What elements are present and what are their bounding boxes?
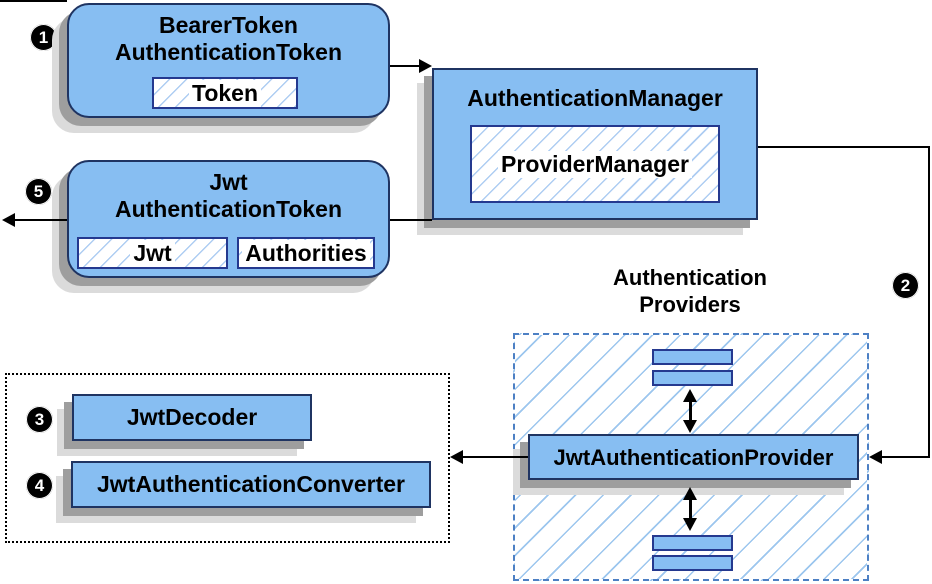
flow-line-right-down bbox=[928, 146, 930, 458]
step-badge-3-number: 3 bbox=[34, 409, 45, 429]
step-badge-1-number: 1 bbox=[38, 27, 49, 47]
provider-placeholder-rect bbox=[652, 370, 733, 386]
node-token-field: Token bbox=[152, 77, 298, 109]
providers-group-label-line2: Providers bbox=[639, 292, 741, 317]
node-jwt-authentication-converter-label: JwtAuthenticationConverter bbox=[97, 471, 405, 497]
flow-line-into-provider bbox=[880, 456, 930, 458]
node-jwt-token-title-line2: AuthenticationToken bbox=[114, 196, 342, 222]
provider-placeholder-rect bbox=[652, 349, 733, 365]
node-bearer-token-title-line2: AuthenticationToken bbox=[114, 39, 342, 65]
node-bearer-token-authentication-token: BearerToken AuthenticationToken Token bbox=[67, 3, 390, 118]
node-jwt-authentication-provider-label: JwtAuthenticationProvider bbox=[553, 444, 834, 470]
flow-line-provider-to-components bbox=[461, 456, 528, 458]
node-provider-manager: ProviderManager bbox=[470, 125, 720, 203]
arrowhead-left-exit-icon bbox=[2, 213, 15, 227]
node-jwt-authentication-converter: JwtAuthenticationConverter bbox=[71, 461, 431, 508]
node-authentication-manager-title: AuthenticationManager bbox=[467, 85, 723, 111]
providers-group-label: Authentication Providers bbox=[590, 264, 790, 318]
flow-line-outgoing bbox=[13, 219, 67, 221]
node-jwt-decoder: JwtDecoder bbox=[72, 394, 312, 441]
double-arrow-bottom-line bbox=[689, 497, 692, 521]
flow-line-bearer-to-manager bbox=[390, 65, 421, 67]
node-jwt-token-title-line1: Jwt bbox=[209, 169, 248, 195]
arrowhead-right-icon bbox=[419, 59, 432, 73]
node-jwt-field: Jwt bbox=[77, 237, 228, 269]
provider-placeholder-rect bbox=[652, 555, 733, 571]
step-badge-4-number: 4 bbox=[34, 475, 45, 495]
node-authorities-field: Authorities bbox=[237, 237, 375, 269]
arrowhead-down-top-icon bbox=[683, 420, 697, 433]
node-token-field-label: Token bbox=[188, 79, 262, 107]
arrowhead-left-components-icon bbox=[450, 450, 463, 464]
node-jwt-token-title: Jwt AuthenticationToken bbox=[69, 169, 388, 223]
step-badge-3: 3 bbox=[26, 406, 53, 433]
step-badge-4: 4 bbox=[26, 472, 53, 499]
node-jwt-authentication-token: Jwt AuthenticationToken Jwt Authorities bbox=[67, 160, 390, 278]
flow-line-incoming bbox=[0, 0, 67, 2]
node-jwt-authentication-provider: JwtAuthenticationProvider bbox=[528, 434, 859, 480]
node-jwt-decoder-label: JwtDecoder bbox=[126, 404, 258, 430]
step-badge-2: 2 bbox=[892, 272, 919, 299]
node-authentication-manager: AuthenticationManager ProviderManager bbox=[432, 68, 758, 220]
node-authorities-field-label: Authorities bbox=[242, 239, 370, 267]
step-badge-5: 5 bbox=[25, 178, 52, 205]
arrowhead-down-bottom-icon bbox=[683, 518, 697, 531]
components-region bbox=[5, 373, 450, 543]
step-badge-2-number: 2 bbox=[900, 275, 911, 295]
arrowhead-left-provider-icon bbox=[869, 450, 882, 464]
node-bearer-token-title-line1: BearerToken bbox=[159, 12, 298, 38]
flow-line-manager-to-jwt-token bbox=[390, 219, 432, 221]
step-badge-1: 1 bbox=[30, 24, 57, 51]
arrowhead-up-bottom-icon bbox=[683, 487, 697, 500]
flow-line-manager-right bbox=[758, 146, 930, 148]
node-jwt-field-label: Jwt bbox=[130, 239, 175, 267]
node-provider-manager-label: ProviderManager bbox=[498, 150, 692, 178]
provider-placeholder-rect bbox=[652, 535, 733, 551]
node-bearer-token-title: BearerToken AuthenticationToken bbox=[69, 12, 388, 66]
providers-group-label-line1: Authentication bbox=[613, 265, 767, 290]
arrowhead-up-top-icon bbox=[683, 389, 697, 402]
double-arrow-top-line bbox=[689, 399, 692, 423]
step-badge-5-number: 5 bbox=[33, 181, 44, 201]
